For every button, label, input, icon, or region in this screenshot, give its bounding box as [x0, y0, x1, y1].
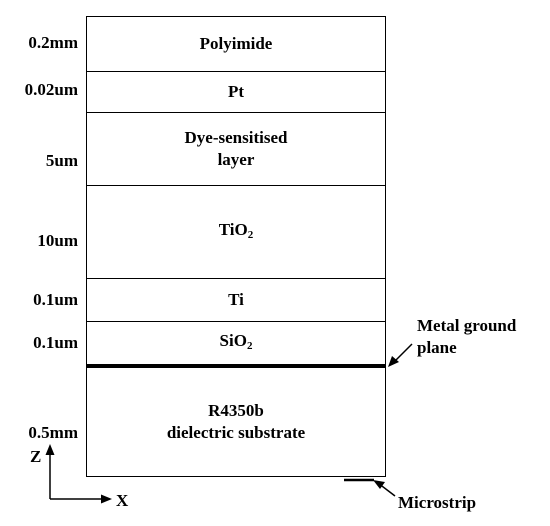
layer-ti: Ti	[86, 278, 386, 322]
layer-name-dye-line2: layer	[217, 150, 255, 169]
z-axis-label: Z	[30, 447, 42, 466]
ground-plane-pointer-arrowhead	[388, 356, 399, 367]
thickness-label-substrate: 0.5mm	[28, 423, 78, 442]
thickness-label-sio2: 0.1um	[33, 333, 78, 352]
thickness-label-dye: 5um	[45, 151, 78, 170]
layer-name-sio2: SiO2	[220, 330, 253, 357]
layer-name-tio2-sub: 2	[247, 228, 254, 241]
layer-name-tio2: TiO2	[219, 219, 253, 246]
layer-substrate: R4350b dielectric substrate	[86, 366, 386, 477]
thickness-label-ti: 0.1um	[33, 290, 78, 309]
layer-dye-sensitised: Dye-sensitised layer	[86, 112, 386, 186]
layer-polyimide: Polyimide	[86, 16, 386, 72]
layer-name-sio2-sub: 2	[246, 340, 253, 352]
layer-tio2: TiO2	[86, 185, 386, 279]
thickness-label-polyimide: 0.2mm	[28, 33, 78, 52]
layer-sio2: SiO2	[86, 321, 386, 366]
layer-name-ti: Ti	[228, 290, 244, 309]
layer-name-dye-line1: Dye-sensitised	[184, 128, 288, 147]
microstrip-pointer-arrowhead	[373, 480, 385, 489]
layer-name-substrate-line2: dielectric substrate	[166, 422, 306, 442]
layer-name-sio2-base: SiO	[219, 331, 247, 350]
layer-name-substrate-line1: R4350b	[208, 400, 264, 420]
x-axis-label: X	[116, 491, 129, 510]
layer-name-pt: Pt	[227, 82, 245, 101]
metal-ground-plane	[86, 364, 386, 368]
layer-name-tio2-base: TiO	[218, 219, 248, 239]
ground-plane-label: Metal ground plane	[417, 315, 516, 359]
thickness-label-pt: 0.02um	[24, 80, 78, 99]
ground-plane-label-line2: plane	[417, 338, 457, 357]
layer-name-polyimide: Polyimide	[199, 34, 273, 53]
z-axis-arrowhead	[45, 444, 55, 455]
ground-plane-label-line1: Metal ground	[417, 316, 517, 335]
x-axis-arrowhead	[101, 494, 112, 504]
thickness-label-tio2: 10um	[37, 231, 78, 250]
microstrip-label: Microstrip	[398, 493, 477, 512]
